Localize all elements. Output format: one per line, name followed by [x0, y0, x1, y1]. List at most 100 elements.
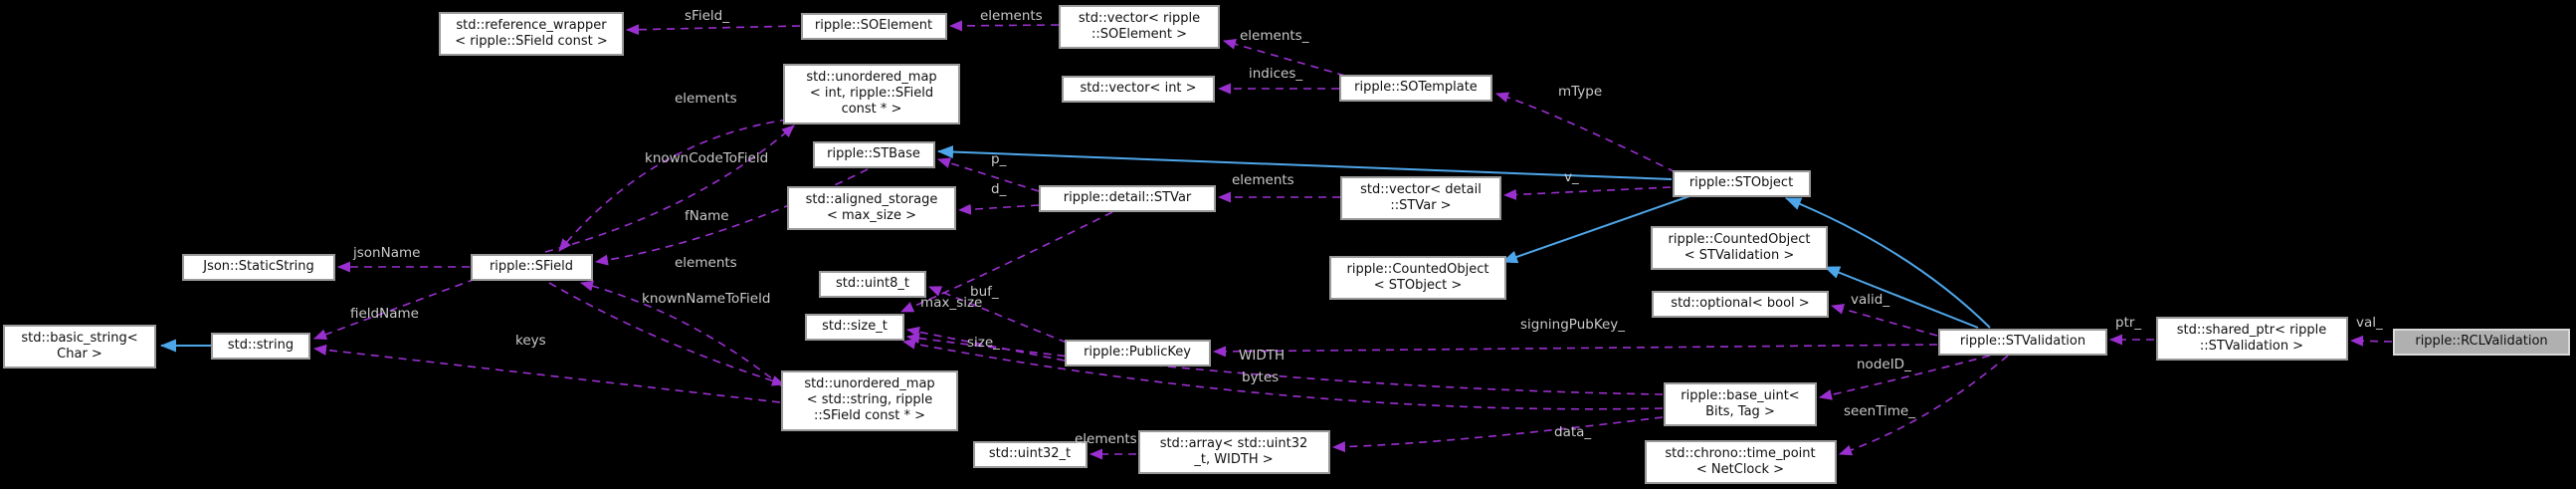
edge-label-mType: mType — [1558, 84, 1603, 100]
inheritance-edge — [937, 145, 1673, 180]
member-edge-buf_ — [928, 286, 1068, 344]
class-node-label: ripple::STObject — [1688, 175, 1794, 190]
edge-label-elements_: elements_ — [1240, 28, 1309, 44]
class-node-label: < STValidation > — [1684, 248, 1795, 263]
class-node-label: ::SOElement > — [1090, 27, 1188, 42]
member-edge-max_size — [900, 211, 1113, 313]
member-edge-elements — [558, 119, 789, 252]
edge-label-size_: size_ — [967, 335, 1000, 351]
class-node-label: ripple::SField — [489, 259, 574, 274]
edge-label-indices_: indices_ — [1249, 66, 1303, 82]
class-node-stbase[interactable]: ripple::STBase — [812, 140, 935, 168]
member-edge-elements — [580, 280, 783, 387]
class-node-uint32-t[interactable]: std::uint32_t — [972, 440, 1088, 468]
inheritance-edge — [1824, 266, 1979, 329]
class-node-optional-bool[interactable]: std::optional< bool > — [1652, 290, 1829, 318]
class-node-label: std::vector< int > — [1080, 81, 1197, 96]
diagram-edges — [160, 20, 2393, 460]
class-node-base-uint[interactable]: ripple::base_uint<Bits, Tag > — [1664, 382, 1817, 426]
edge-label-bytes: bytes — [1242, 369, 1280, 385]
class-node-label: ripple::CountedObject — [1668, 232, 1811, 247]
class-node-sfield[interactable]: ripple::SField — [470, 253, 593, 281]
edge-label-p_: p_ — [991, 151, 1007, 167]
edge-label-knownCodeToField: knownCodeToField — [645, 150, 769, 166]
inheritance-edge — [1785, 197, 1991, 329]
member-edge-elements_ — [1223, 39, 1346, 77]
class-node-unordered-map-string-sfield[interactable]: std::unordered_map< std::string, ripple:… — [781, 369, 958, 431]
member-edge-sField_ — [626, 24, 801, 36]
class-node-label: Bits, Tag > — [1705, 404, 1775, 419]
class-node-chrono-time-point[interactable]: std::chrono::time_point< NetClock > — [1644, 440, 1837, 484]
class-node-label: std::chrono::time_point — [1665, 446, 1816, 461]
class-node-label: ripple::CountedObject — [1346, 262, 1489, 277]
class-node-size-t[interactable]: std::size_t — [805, 313, 904, 341]
class-node-basic-string[interactable]: std::basic_string<Char > — [3, 325, 156, 368]
class-node-label: < STObject > — [1373, 278, 1463, 293]
class-node-soelement[interactable]: ripple::SOElement — [800, 12, 947, 40]
member-edge-fName — [595, 168, 869, 266]
member-edge-fieldName — [313, 278, 477, 340]
edge-label-fName: fName — [685, 208, 729, 224]
edge-label-elements: elements — [675, 255, 737, 271]
class-node-stobject[interactable]: ripple::STObject — [1672, 169, 1811, 197]
member-edge-nodeID_ — [1819, 355, 1991, 400]
class-node-shared-ptr-stvalidation[interactable]: std::shared_ptr< ripple::STValidation > — [2155, 317, 2348, 361]
edge-label-val_: val_ — [2356, 315, 2383, 331]
edge-label-jsonName: jsonName — [353, 245, 421, 261]
class-node-label: std::array< std::uint32 — [1159, 436, 1308, 451]
class-node-stvalidation[interactable]: ripple::STValidation — [1938, 328, 2107, 356]
class-node-uint8-t[interactable]: std::uint8_t — [819, 270, 926, 298]
class-node-label: < NetClock > — [1695, 462, 1785, 477]
class-node-label: ripple::PublicKey — [1084, 345, 1191, 360]
class-node-vector-stvar[interactable]: std::vector< detail::STVar > — [1340, 176, 1501, 220]
class-node-label: std::aligned_storage — [805, 192, 938, 207]
edge-label-d_: d_ — [991, 181, 1007, 197]
class-node-aligned-storage[interactable]: std::aligned_storage< max_size > — [787, 186, 956, 230]
class-node-array-uint32-width[interactable]: std::array< std::uint32_t, WIDTH > — [1137, 430, 1330, 474]
edge-label-fieldName: fieldName — [350, 306, 419, 322]
member-edge-keys — [313, 344, 781, 403]
member-edge-v_ — [1503, 186, 1672, 200]
class-node-countedobject-stvalidation[interactable]: ripple::CountedObject< STValidation > — [1651, 226, 1828, 270]
class-node-json-staticstring[interactable]: Json::StaticString — [182, 253, 335, 281]
edge-label-seenTime_: seenTime_ — [1844, 403, 1915, 419]
class-node-label: std::uint8_t — [836, 276, 909, 291]
edge-label-valid_: valid_ — [1851, 292, 1890, 308]
class-node-label: _t, WIDTH > — [1194, 452, 1274, 467]
class-node-reference-wrapper[interactable]: std::reference_wrapper< ripple::SField c… — [439, 12, 624, 56]
class-node-sotemplate[interactable]: ripple::SOTemplate — [1339, 74, 1492, 102]
class-node-vector-soelement[interactable]: std::vector< ripple::SOElement > — [1059, 5, 1220, 49]
edge-label-v_: v_ — [1564, 169, 1579, 185]
edge-label-data_: data_ — [1554, 424, 1592, 440]
edge-label-keys: keys — [515, 333, 546, 349]
class-node-label: std::uint32_t — [988, 446, 1072, 461]
class-node-label: Json::StaticString — [203, 259, 314, 274]
class-node-rclvalidation[interactable]: ripple::RCLValidation — [2393, 328, 2570, 356]
class-node-label: ripple::STValidation — [1959, 334, 2086, 349]
class-node-countedobject-stobject[interactable]: ripple::CountedObject< STObject > — [1329, 256, 1506, 300]
class-node-publickey[interactable]: ripple::PublicKey — [1064, 339, 1211, 367]
edge-label-WIDTH: WIDTH — [1239, 348, 1286, 364]
edge-label-ptr_: ptr_ — [2115, 315, 2142, 331]
edge-label-knownNameToField: knownNameToField — [642, 291, 771, 307]
class-node-label: < ripple::SField const > — [455, 34, 608, 49]
member-edge-valid_ — [1831, 303, 1938, 337]
member-edge-data_ — [1332, 416, 1664, 453]
class-node-label: ripple::SOTemplate — [1354, 80, 1478, 95]
class-node-label: < max_size > — [826, 208, 917, 223]
member-edge-val_ — [2350, 335, 2393, 347]
class-node-label: std::basic_string< — [21, 331, 138, 346]
class-node-stvar[interactable]: ripple::detail::STVar — [1039, 184, 1216, 212]
edge-label-max_size: max_size — [920, 295, 983, 311]
member-edge-knownCodeToField — [544, 124, 795, 253]
edge-label-elements: elements — [980, 8, 1043, 24]
edge-label-nodeID_: nodeID_ — [1857, 357, 1911, 372]
class-node-label: ripple::STBase — [827, 146, 920, 161]
class-node-std-string[interactable]: std::string — [211, 332, 310, 360]
inheritance-edge — [1501, 195, 1690, 264]
edge-label-sField_: sField_ — [685, 8, 729, 24]
class-node-vector-int[interactable]: std::vector< int > — [1062, 75, 1215, 103]
